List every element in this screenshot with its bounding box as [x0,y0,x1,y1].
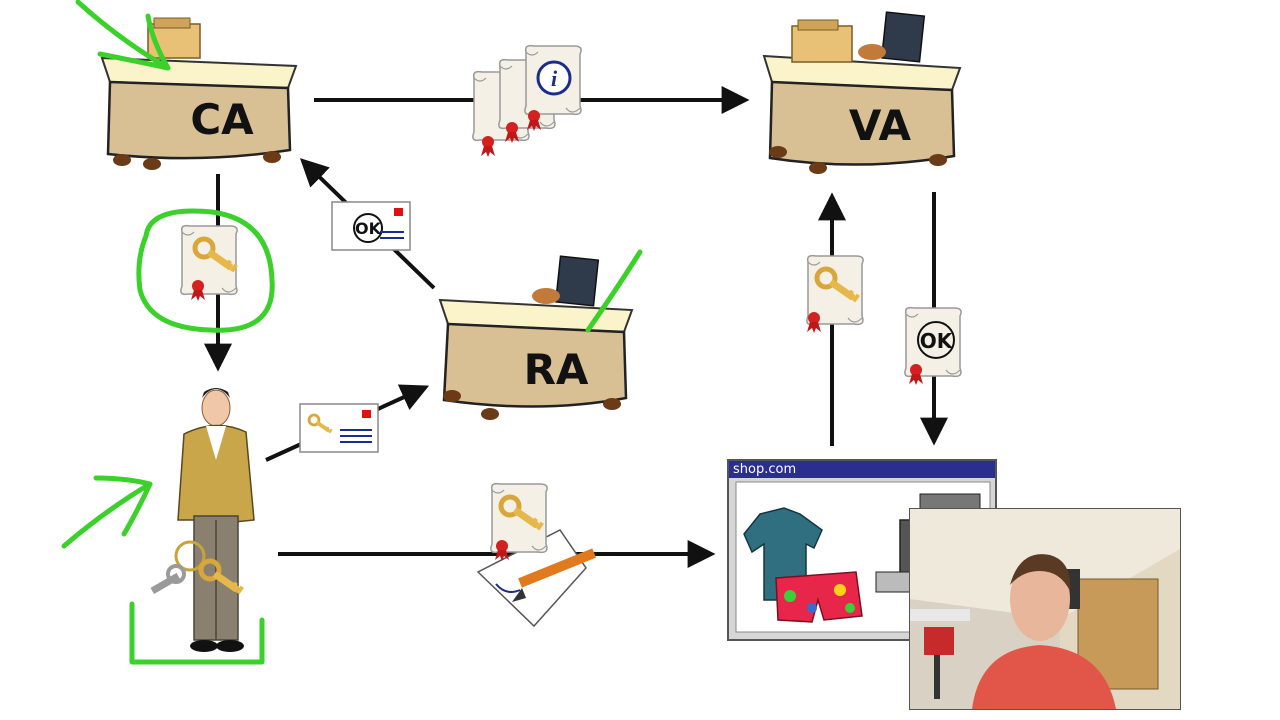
user-figure [150,388,255,652]
annotation-bracket-user [129,601,265,665]
annotation-arrow-to-ca [75,0,171,71]
flow-arrows [204,86,948,568]
ok-certificate: OK [904,306,962,385]
ok-certificate-label: OK [920,329,954,353]
key-certificate-verify [806,254,864,333]
request-envelope [299,403,379,453]
key-ring-icon [150,540,244,594]
signed-certificate [476,482,597,628]
certificate-bundle: i [472,44,582,157]
ca-desk: CA [100,17,298,170]
key-certificate-issued [180,224,238,301]
pencil-icon [512,548,597,602]
shop-window-title: shop.com [729,461,995,478]
annotation-arrow-to-user [61,475,153,549]
va-desk: VA [762,11,962,174]
info-icon-letter: i [551,66,558,91]
info-icon [536,60,572,96]
ra-desk-label: RA [524,345,589,394]
shorts-icon [775,571,863,623]
webcam-overlay [909,508,1181,710]
annotation-ra-tick [585,249,643,333]
envelope-ok-label: OK [355,219,382,238]
va-desk-label: VA [849,101,912,150]
annotation-strokes [61,0,643,665]
annotation-circle-key [136,208,275,333]
ra-desk: RA [438,255,634,420]
approval-envelope: OK [331,201,411,251]
ca-desk-label: CA [190,95,254,144]
webcam-scene [910,509,1180,709]
